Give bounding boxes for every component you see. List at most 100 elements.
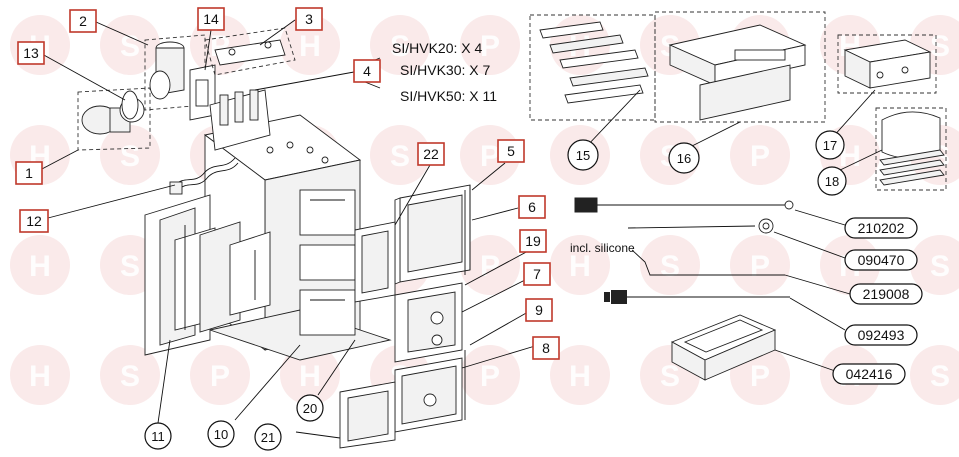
- watermark-letter: S: [120, 30, 140, 63]
- watermark-circle: [460, 345, 520, 405]
- callout-6-label: 6: [528, 199, 536, 215]
- callout-4: [353, 59, 381, 83]
- watermark-letter: S: [660, 360, 680, 393]
- watermark-circle: [370, 15, 430, 75]
- callout-11-label: 11: [151, 429, 165, 444]
- turbulators: [529, 14, 656, 121]
- callout-12: [19, 209, 49, 233]
- part-number-042416: 042416: [846, 366, 893, 382]
- callout-19: [519, 229, 547, 253]
- part-number-092493: 092493: [858, 327, 905, 343]
- callout-16-label: 16: [677, 151, 691, 166]
- callout-18-label: 18: [825, 174, 839, 189]
- watermark-letter: S: [930, 360, 950, 393]
- callout-16: [668, 142, 700, 174]
- callout-15-label: 15: [576, 148, 590, 163]
- watermark-circle: [910, 345, 959, 405]
- watermark-letter: H: [839, 140, 861, 173]
- watermark-circle: [550, 345, 610, 405]
- part-number-219008: 219008: [863, 286, 910, 302]
- callout-21-label: 21: [261, 430, 275, 445]
- baffle-unit: [837, 34, 937, 94]
- watermark-letter: H: [569, 250, 591, 283]
- watermark-letter: H: [29, 250, 51, 283]
- watermark-letter: P: [480, 140, 500, 173]
- part-pill-219008: [849, 283, 923, 305]
- callout-13: [17, 41, 45, 65]
- callout-7: [523, 262, 551, 286]
- watermark-circle: [550, 235, 610, 295]
- spare-parts: [574, 197, 794, 381]
- callout-3-label: 3: [305, 11, 313, 27]
- watermark-letter: P: [480, 30, 500, 63]
- callout-2-label: 2: [79, 13, 87, 29]
- watermark-circle: [10, 235, 70, 295]
- callout-5-label: 5: [507, 143, 515, 159]
- watermark-letter: S: [390, 30, 410, 63]
- watermark-letter: S: [390, 140, 410, 173]
- square-callouts: 2 13 14 3 4 1 12 22 5 6 19 7 9 8: [15, 7, 560, 360]
- callout-6: [518, 195, 546, 219]
- callout-10: [207, 420, 235, 448]
- callout-20: [296, 394, 324, 422]
- watermark-letter: P: [480, 250, 500, 283]
- callout-22: [417, 142, 445, 166]
- callout-18: [817, 166, 847, 196]
- callout-9: [525, 298, 553, 322]
- callout-21: [254, 423, 282, 451]
- part-number-pills: 210202 090470 219008 092493 042416: [832, 217, 923, 385]
- callout-8-label: 8: [542, 340, 550, 356]
- callout-17-label: 17: [823, 138, 837, 153]
- callout-4-label: 4: [363, 63, 371, 79]
- boiler-body: [144, 114, 392, 361]
- watermark-circle: [730, 125, 790, 185]
- callout-20-label: 20: [303, 401, 317, 416]
- watermark-letter: H: [569, 360, 591, 393]
- part-pill-092493: [844, 324, 918, 346]
- watermark-letter: P: [750, 250, 770, 283]
- watermark-letter: H: [299, 30, 321, 63]
- callout-5: [497, 139, 525, 163]
- callout-22-label: 22: [423, 146, 439, 162]
- watermark-letter: H: [299, 360, 321, 393]
- watermark-letter: S: [120, 360, 140, 393]
- leader-lines: [39, 19, 883, 439]
- burner-pot: [875, 107, 947, 191]
- watermark-circle: [190, 345, 250, 405]
- watermark-circle: [10, 345, 70, 405]
- callout-1: [15, 161, 43, 185]
- watermark-circle: [100, 345, 160, 405]
- watermark-letter: P: [210, 360, 230, 393]
- callout-2: [69, 9, 97, 33]
- model-variant-hvk20: SI/HVK20: X 4: [392, 40, 482, 56]
- part-number-090470: 090470: [858, 252, 905, 268]
- model-variant-list: SI/HVK20: X 4 SI/HVK30: X 7 SI/HVK50: X …: [392, 40, 497, 104]
- callout-8: [532, 336, 560, 360]
- watermark-letter: S: [120, 140, 140, 173]
- callout-14: [197, 7, 225, 31]
- callout-3: [295, 7, 323, 31]
- watermark-letter: P: [750, 140, 770, 173]
- watermark-circle: [640, 235, 700, 295]
- circle-callouts: 11 10 20 21 15 16 17 18: [144, 130, 847, 451]
- watermark-circle: [100, 125, 160, 185]
- watermark-letter: S: [930, 250, 950, 283]
- watermark-letter: S: [660, 250, 680, 283]
- callout-7-label: 7: [533, 266, 541, 282]
- model-variant-hvk30: SI/HVK30: X 7: [400, 62, 490, 78]
- fan-gasket: [121, 90, 139, 120]
- watermark-circle: [370, 125, 430, 185]
- part-pill-090470: [844, 249, 918, 271]
- model-variant-hvk50: SI/HVK50: X 11: [400, 88, 497, 104]
- watermark-letter: S: [930, 30, 950, 63]
- silicone-note: incl. silicone: [570, 241, 635, 255]
- flue-spigot: [144, 34, 206, 111]
- watermark-circle: [910, 235, 959, 295]
- callout-15: [567, 139, 599, 171]
- part-pill-042416: [832, 363, 906, 385]
- callout-17: [815, 130, 845, 160]
- callout-12-label: 12: [26, 213, 42, 229]
- callout-13-label: 13: [23, 45, 39, 61]
- spiral-cleaner: [169, 157, 239, 195]
